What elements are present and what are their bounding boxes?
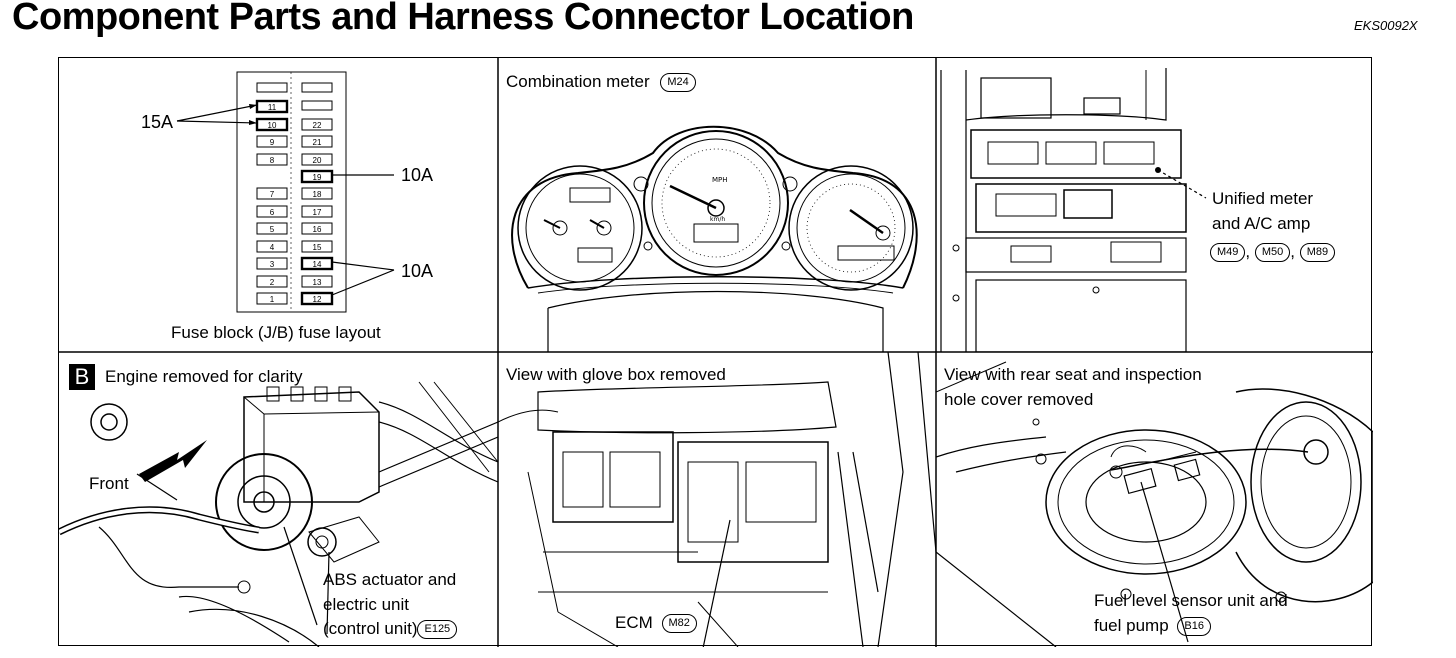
connector-m50: M50 (1254, 243, 1291, 263)
ecm-label: ECM M82 (615, 613, 697, 634)
fuse-slot (255, 117, 289, 132)
fuse-number: 22 (313, 121, 322, 130)
fuse-number: 13 (313, 278, 322, 287)
fuse-10a-label-bottom: 10A (401, 261, 434, 281)
fuse-number: 15 (313, 243, 322, 252)
fuse-number: 1 (270, 295, 275, 304)
fuel-panel: View with rear seat and inspection hole … (936, 352, 1373, 647)
fuse-number: 12 (313, 295, 322, 304)
fuel-view-label-line2: hole cover removed (944, 390, 1094, 409)
fuse-number: 7 (270, 190, 275, 199)
section-b-tag: B (69, 364, 95, 390)
fuel-comp-line2: fuel pump B16 (1094, 616, 1211, 637)
fuse-slot (301, 275, 333, 288)
meter-label: Combination meter M24 (506, 72, 696, 93)
fuse-number: 20 (313, 156, 322, 165)
grid-lines (59, 58, 1373, 647)
connector-m24: M24 (660, 73, 696, 93)
amp-label-line2: and A/C amp (1212, 214, 1311, 233)
fuse-number: 5 (270, 225, 275, 234)
fuse-slot (256, 275, 288, 288)
connector-e125: E125 (417, 620, 458, 640)
abs-note: Engine removed for clarity (105, 367, 303, 386)
meter-label-text: Combination meter (506, 72, 650, 91)
ecm-label-text: ECM (615, 613, 653, 632)
fuse-slot (300, 291, 334, 306)
abs-actuator-drawing (59, 381, 498, 647)
fuse-number: 17 (313, 208, 322, 217)
amp-connectors: M49, M50, M89 (1210, 243, 1336, 263)
fuse-number: 18 (313, 190, 322, 199)
fuse-15a-label: 15A (141, 112, 174, 132)
fuse-slot (256, 257, 288, 270)
fuel-comp-line2-text: fuel pump (1094, 616, 1169, 635)
fuel-comp-line1: Fuel level sensor unit and (1094, 591, 1288, 610)
figure-code: EKS0092X (1354, 18, 1418, 33)
abs-label-line1: ABS actuator and (323, 570, 457, 589)
connector-m89: M89 (1299, 243, 1336, 263)
fuse-number: 8 (270, 156, 275, 165)
fuse-slot (301, 187, 333, 200)
fuse-number: 21 (313, 138, 322, 147)
fuse-slot (301, 118, 333, 131)
fuse-number: 6 (270, 208, 275, 217)
fuse-number: 16 (313, 225, 322, 234)
fuse-number: 2 (270, 278, 275, 287)
fuse-slot (256, 135, 288, 148)
fuel-pump-drawing (936, 361, 1373, 647)
ecm-drawing (498, 352, 936, 647)
fuse-slot (256, 205, 288, 218)
fuse-slot (256, 240, 288, 253)
fuse-number: 19 (313, 173, 322, 182)
ecm-panel: View with glove box removed ECM M82 (498, 352, 936, 647)
fuse-slot (255, 99, 289, 114)
fuse-slot (301, 135, 333, 148)
fuse-slot (256, 222, 288, 235)
connector-m82: M82 (661, 614, 697, 634)
fuse-number: 9 (270, 138, 275, 147)
abs-label-line2: electric unit (323, 595, 409, 614)
abs-panel: B Engine removed for clarity Front ABS a… (59, 352, 498, 647)
fuse-slot (301, 240, 333, 253)
fuse-slot (301, 222, 333, 235)
abs-label-line3-text: (control unit) (323, 619, 418, 638)
fuse-number: 14 (313, 260, 322, 269)
fuse-slot (256, 187, 288, 200)
connector-m49: M49 (1210, 243, 1246, 263)
ecm-view-label: View with glove box removed (506, 365, 726, 384)
svg-text:MPH: MPH (712, 176, 728, 184)
fuse-slot (300, 256, 334, 271)
combination-meter-drawing: MPH km/h (511, 125, 918, 352)
fuse-slot (301, 153, 333, 166)
fuse-slot (256, 292, 288, 305)
fuse-caption: Fuse block (J/B) fuse layout (171, 323, 381, 342)
front-label: Front (89, 474, 129, 493)
unified-meter-amp-drawing (940, 68, 1207, 352)
fuse-slot (300, 169, 334, 184)
fuse-10a-label-top: 10A (401, 165, 434, 185)
meter-panel: MPH km/h Combination meter M24 (498, 58, 936, 352)
fuel-view-label-line1: View with rear seat and inspection (944, 365, 1202, 384)
fuse-slot (256, 153, 288, 166)
connector-b16: B16 (1177, 617, 1211, 637)
page-title: Component Parts and Harness Connector Lo… (12, 0, 914, 38)
amp-label-line1: Unified meter (1212, 189, 1314, 208)
fuse-number: 11 (268, 103, 277, 112)
fuse-number: 4 (270, 243, 275, 252)
svg-text:km/h: km/h (710, 216, 725, 223)
abs-label-line3: (control unit)E125 (323, 619, 458, 640)
fuse-slot (301, 205, 333, 218)
fuse-number: 3 (270, 260, 275, 269)
fuse-number: 10 (268, 121, 277, 130)
amp-panel: Unified meter and A/C amp M49, M50, M89 (936, 58, 1373, 352)
